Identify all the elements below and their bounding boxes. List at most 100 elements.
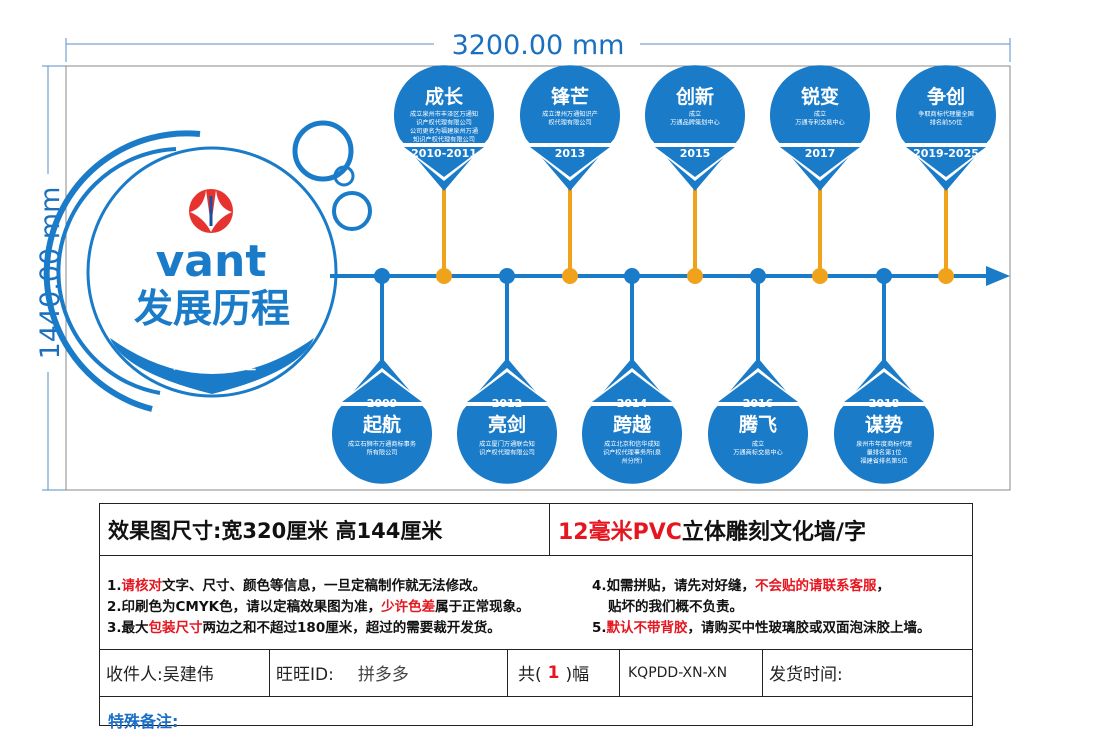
material-suffix: 立体雕刻文化墙/字 [681, 519, 866, 545]
width-label: 3200.00 mm [452, 30, 625, 61]
bubble-medium [332, 191, 372, 231]
milestone-year: 2013 [555, 147, 586, 160]
timeline-board: 3200.00 mm 1440.00 mm vant 发展历程 行业10年沉淀 … [35, 30, 1011, 491]
milestone-year: 2010-2011 [411, 147, 477, 160]
milestone-desc: 成立泉州市丰泽区万通知 [410, 110, 478, 118]
milestone-desc: 万通品牌策划中心 [670, 119, 720, 127]
milestone-desc: 州分所) [622, 457, 643, 465]
milestone-desc: 成立石狮市万通商标事务 [348, 440, 416, 448]
milestone-desc: 成立厦门万通联合知 [479, 440, 535, 448]
milestone-desc: 泉州市年度商标代理 [856, 440, 912, 448]
milestone-dot [374, 268, 390, 284]
milestone-year: 2012 [492, 397, 523, 410]
milestone-desc: 量排名第1位 [867, 449, 902, 457]
milestone-title: 亮剑 [488, 413, 526, 436]
milestone-desc: 成立北京和信华成知 [604, 440, 660, 448]
milestone-year: 2015 [680, 147, 711, 160]
milestone-year: 2017 [805, 147, 836, 160]
wangwang-value: 拼多多 [357, 665, 409, 685]
logo-mark-icon [189, 189, 233, 233]
milestone-title: 成长 [425, 85, 464, 108]
milestone-desc: 争取商标代理量全国 [918, 110, 974, 118]
milestone-desc: 福建省排名第5位 [860, 457, 907, 465]
milestone-desc: 成立 [689, 110, 701, 118]
wangwang-cell: 旺旺ID: 拼多多 [270, 649, 508, 696]
milestone-desc: 识产权代理有限公司 [479, 449, 535, 457]
note-1: 1.请核对文字、尺寸、颜色等信息，一旦定稿制作就无法修改。 [107, 578, 487, 594]
note-2: 2.印刷色为CMYK色，请以定稿效果图为准，少许色差属于正常现象。 [107, 599, 530, 615]
milestone-dot [562, 268, 578, 284]
milestone-desc: 知识产权代理有限公司 [413, 136, 475, 144]
order-code: KQPDD-XN-XN [620, 649, 763, 696]
milestone-title: 谋势 [865, 413, 903, 436]
logo-text: vant [156, 236, 267, 287]
size-spec: 效果图尺寸:宽320厘米 高144厘米 [100, 504, 550, 555]
recipient: 收件人:吴建伟 [100, 649, 270, 696]
milestone-desc: 所有限公司 [367, 449, 398, 457]
milestone-year: 2018 [869, 397, 900, 410]
order-info-row: 收件人:吴建伟 旺旺ID: 拼多多 共(1)幅 KQPDD-XN-XN 发货时间… [100, 649, 972, 697]
milestone-dot [436, 268, 452, 284]
milestone-title: 锋芒 [551, 85, 589, 108]
height-dimension: 1440.00 mm [35, 65, 66, 491]
bubble-large [292, 120, 354, 182]
brand-disk [86, 146, 338, 398]
note-4: 4.如需拼贴，请先对好缝，不会贴的请联系客服， [592, 578, 891, 594]
width-dimension: 3200.00 mm [65, 30, 1011, 62]
milestone-dot [938, 268, 954, 284]
milestone-desc: 公司更名为福建泉州万通 [410, 127, 478, 135]
material-prefix: 12毫米PVC [558, 519, 682, 545]
milestone-desc: 成立漳州万通知识产 [542, 110, 598, 118]
milestone-desc: 识产权代理有限公司 [416, 119, 472, 127]
special-note-label: 特殊备注: [108, 712, 179, 731]
milestone-desc: 万通商标交易中心 [733, 449, 783, 457]
decor-arcs [43, 120, 372, 412]
milestone-year: 2009 [367, 397, 398, 410]
milestone-dot [624, 268, 640, 284]
milestone-desc: 成立 [814, 110, 826, 118]
milestone-dot [812, 268, 828, 284]
milestone-desc: 识产权代理事务所(泉 [603, 449, 661, 457]
notes-block: 1.请核对文字、尺寸、颜色等信息，一旦定稿制作就无法修改。 2.印刷色为CMYK… [100, 555, 972, 650]
milestone-title: 争创 [927, 85, 965, 108]
milestone-dot [499, 268, 515, 284]
note-4-cont: 贴坏的我们概不负责。 [608, 599, 743, 615]
milestones-top: 成长成立泉州市丰泽区万通知识产权代理有限公司公司更名为福建泉州万通知识产权代理有… [394, 65, 996, 284]
milestone-desc: 万通专利交易中心 [795, 119, 845, 127]
milestone-year: 2014 [617, 397, 648, 410]
count-value: 1 [547, 662, 560, 683]
milestone-dot [687, 268, 703, 284]
bubble-small [333, 165, 355, 187]
slogan-line-1: 行业10年沉淀 [168, 339, 259, 356]
milestone-title: 创新 [675, 85, 714, 108]
milestone-title: 跨越 [613, 413, 652, 436]
milestone-year: 2019-2025 [913, 147, 979, 160]
special-note-row: 特殊备注: [100, 696, 972, 731]
count-cell: 共(1)幅 [508, 649, 620, 696]
timeline-arrow-icon [986, 266, 1010, 286]
note-3: 3.最大包装尺寸两边之和不超过180厘米，超过的需要裁开发货。 [107, 620, 501, 636]
milestone-year: 2016 [743, 397, 774, 410]
note-5: 5.默认不带背胶，请购买中性玻璃胶或双面泡沫胶上墙。 [592, 620, 931, 636]
milestone-dot [750, 268, 766, 284]
milestone-title: 起航 [362, 413, 401, 436]
milestone-top-1: 成长成立泉州市丰泽区万通知识产权代理有限公司公司更名为福建泉州万通知识产权代理有… [394, 65, 494, 284]
milestones-bottom: 2009起航成立石狮市万通商标事务所有限公司2012亮剑成立厦门万通联合知识产权… [332, 268, 934, 484]
milestone-title: 锐变 [801, 85, 839, 108]
brand-title: 发展历程 [134, 287, 290, 332]
milestone-dot [876, 268, 892, 284]
milestone-desc: 成立 [752, 440, 764, 448]
milestone-desc: 权代理有限公司 [548, 119, 591, 127]
